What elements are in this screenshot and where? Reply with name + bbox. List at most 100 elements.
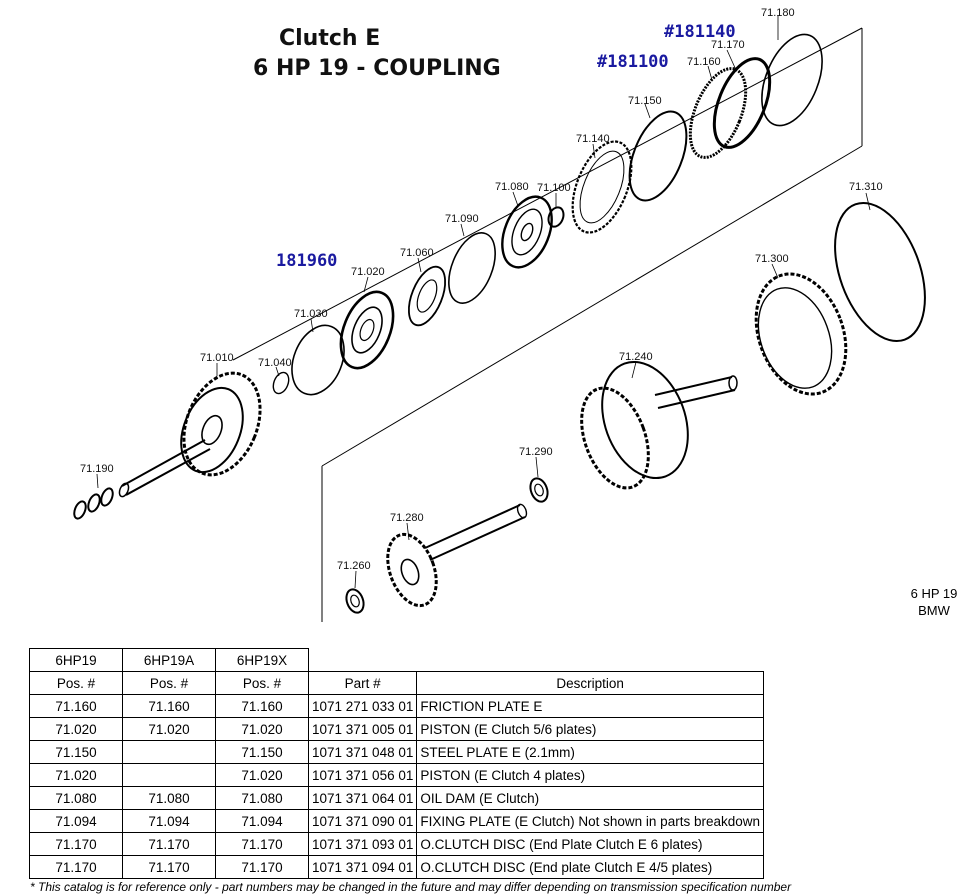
washer-inner-71290 [534, 483, 544, 497]
seal-ring-71190-b [87, 493, 101, 513]
carrier-shaft-end [728, 375, 738, 391]
callout-71280: 71.280 [390, 512, 424, 524]
page-title: Clutch E [279, 26, 381, 51]
group-header-6hp19x: 6HP19X [215, 648, 309, 672]
sun-gear-hub-71280 [400, 558, 420, 586]
carrier-drum-71240 [601, 360, 689, 480]
callout-71060: 71.060 [400, 247, 434, 259]
drum-face-71010 [180, 386, 244, 474]
cell-pos-6hp19x: 71.020 [215, 763, 309, 787]
header-part: Part # [307, 671, 418, 695]
carrier-shaft-top [654, 376, 733, 396]
friction-plate-71160 [688, 67, 748, 159]
cell-description: PISTON (E Clutch 5/6 plates) [416, 717, 764, 741]
small-ring-71100 [547, 206, 565, 228]
small-seal-71040 [272, 371, 290, 395]
washer-71260 [345, 588, 365, 614]
cell-pos-6hp19a: 71.160 [122, 694, 216, 718]
washer-inner-71260 [350, 594, 360, 608]
cell-pos-6hp19a: 71.080 [122, 786, 216, 810]
ring-gear-inner-71300 [757, 287, 833, 389]
cell-description: STEEL PLATE E (2.1mm) [416, 740, 764, 764]
parts-table: 6HP19 6HP19A 6HP19X Pos. # Pos. # Pos. #… [29, 648, 764, 879]
drum-shaft-top [121, 439, 206, 487]
header-description: Description [416, 671, 764, 695]
callout-71090: 71.090 [445, 213, 479, 225]
group-header-6hp19: 6HP19 [29, 648, 123, 672]
piston-hub-71020 [359, 318, 375, 342]
cell-description: OIL DAM (E Clutch) [416, 786, 764, 810]
table-row: 71.160 71.160 71.160 1071 271 033 01 FRI… [29, 694, 764, 718]
cell-part-number: 1071 371 064 01 [307, 786, 418, 810]
snap-ring-71310 [834, 201, 926, 343]
outer-plate-inner-71140 [579, 150, 625, 224]
seal-ring-71190-a [100, 487, 114, 507]
sun-shaft-bottom [429, 516, 526, 561]
callout-71140: 71.140 [576, 133, 610, 145]
cell-pos-6hp19x: 71.160 [215, 694, 309, 718]
oil-dam-hub-71080 [520, 222, 534, 242]
table-row: 71.170 71.170 71.170 1071 371 094 01 O.C… [29, 855, 764, 879]
piston-71020 [339, 290, 395, 370]
cell-description: FRICTION PLATE E [416, 694, 764, 718]
cell-part-number: 1071 371 090 01 [307, 809, 418, 833]
cell-pos-6hp19: 71.020 [29, 763, 123, 787]
ring-gear-71300 [754, 272, 848, 396]
oil-dam-inner-71080 [511, 208, 543, 256]
washer-71290 [529, 477, 549, 503]
cell-pos-6hp19: 71.150 [29, 740, 123, 764]
page-subtitle: 6 HP 19 - COUPLING [253, 56, 501, 81]
oil-dam-71080 [501, 195, 553, 269]
cell-pos-6hp19: 71.020 [29, 717, 123, 741]
cell-pos-6hp19a: 71.170 [122, 832, 216, 856]
cell-pos-6hp19: 71.170 [29, 855, 123, 879]
cell-pos-6hp19: 71.160 [29, 694, 123, 718]
cell-description: FIXING PLATE (E Clutch) Not shown in par… [416, 809, 764, 833]
callout-71240: 71.240 [619, 351, 653, 363]
callout-71020: 71.020 [351, 266, 385, 278]
cell-pos-6hp19: 71.094 [29, 809, 123, 833]
cell-pos-6hp19a [122, 740, 216, 764]
callout-71260: 71.260 [337, 560, 371, 572]
reference-181960: 181960 [276, 251, 338, 271]
cell-pos-6hp19x: 71.020 [215, 717, 309, 741]
header-pos-1: Pos. # [29, 671, 123, 695]
callout-71160: 71.160 [687, 56, 721, 68]
sun-gear-71280 [386, 532, 438, 608]
piston-inner-71020 [351, 306, 383, 354]
cell-pos-6hp19x: 71.094 [215, 809, 309, 833]
cell-part-number: 1071 371 005 01 [307, 717, 418, 741]
cell-pos-6hp19: 71.080 [29, 786, 123, 810]
o-ring-71090 [448, 232, 496, 304]
cell-pos-6hp19x: 71.080 [215, 786, 309, 810]
table-group-header-row: 6HP19 6HP19A 6HP19X [29, 648, 764, 672]
cell-pos-6hp19a: 71.170 [122, 855, 216, 879]
table-row: 71.094 71.094 71.094 1071 371 090 01 FIX… [29, 809, 764, 833]
table-header-row: Pos. # Pos. # Pos. # Part # Description [29, 671, 764, 695]
cell-part-number: 1071 271 033 01 [307, 694, 418, 718]
cell-description: O.CLUTCH DISC (End plate Clutch E 4/5 pl… [416, 855, 764, 879]
cell-pos-6hp19a [122, 763, 216, 787]
empty-cell [417, 649, 764, 672]
callout-71030: 71.030 [294, 308, 328, 320]
steel-plate-71150 [628, 110, 688, 202]
callout-71150: 71.150 [628, 95, 662, 107]
cell-pos-6hp19a: 71.094 [122, 809, 216, 833]
footnote: * This catalog is for reference only - p… [30, 880, 792, 894]
callout-71100: 71.100 [537, 182, 571, 194]
callout-71170: 71.170 [711, 39, 745, 51]
cell-part-number: 1071 371 094 01 [307, 855, 418, 879]
cell-pos-6hp19a: 71.020 [122, 717, 216, 741]
empty-cell [309, 649, 417, 672]
table-row: 71.020 71.020 1071 371 056 01 PISTON (E … [29, 763, 764, 787]
cell-part-number: 1071 371 048 01 [307, 740, 418, 764]
cell-description: PISTON (E Clutch 4 plates) [416, 763, 764, 787]
sun-shaft-end [516, 503, 528, 519]
side-label: 6 HP 19 BMW [898, 585, 970, 619]
callout-71180: 71.180 [761, 7, 795, 19]
seal-ring-71190-c [73, 500, 87, 520]
table-row: 71.150 71.150 1071 371 048 01 STEEL PLAT… [29, 740, 764, 764]
carrier-shaft-bottom [657, 389, 736, 409]
side-label-make: BMW [918, 603, 950, 618]
group-header-6hp19a: 6HP19A [122, 648, 216, 672]
